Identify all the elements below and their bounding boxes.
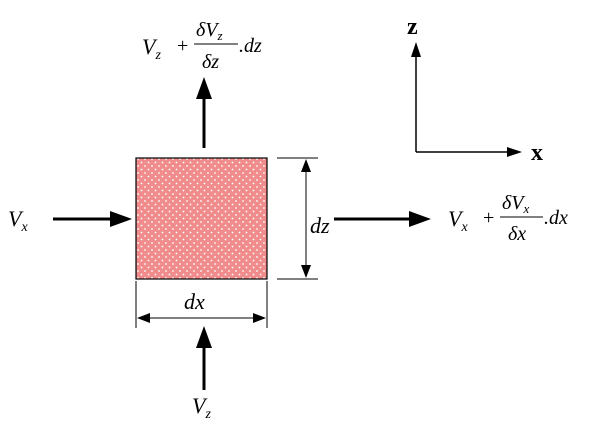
svg-text:.dz: .dz — [239, 35, 262, 57]
dz-label: dz — [310, 213, 330, 238]
outflow-z-arrow — [196, 77, 212, 148]
dx-label: dx — [184, 289, 205, 314]
svg-text:δVz: δVz — [196, 19, 223, 43]
dz-dimension — [277, 157, 318, 280]
svg-text:.dx: .dx — [544, 207, 568, 229]
svg-text:δz: δz — [202, 51, 219, 73]
outflow-x-arrow — [334, 211, 431, 227]
inflow-z-arrow — [196, 326, 212, 390]
coordinate-axes — [411, 42, 522, 157]
z-axis-arrowhead — [411, 42, 421, 57]
svg-text:Vz: Vz — [142, 34, 161, 63]
dx-dimension — [135, 281, 268, 328]
svg-text:δVx: δVx — [502, 192, 530, 216]
inflow-x-label: Vx — [8, 206, 28, 235]
outflow-x-label: Vx + δVx δx .dx — [448, 192, 568, 245]
svg-text:Vx: Vx — [448, 206, 468, 235]
z-axis-label: z — [407, 14, 418, 40]
inflow-x-arrow — [53, 211, 132, 227]
fluid-element — [135, 157, 268, 280]
outflow-z-label: Vz + δVz δz .dz — [142, 19, 262, 73]
x-axis-arrowhead — [507, 147, 522, 157]
svg-text:+: + — [177, 35, 188, 57]
x-axis-label: x — [531, 140, 543, 166]
svg-text:δx: δx — [508, 223, 526, 245]
svg-text:+: + — [483, 207, 494, 229]
inflow-z-label: Vz — [192, 393, 211, 422]
